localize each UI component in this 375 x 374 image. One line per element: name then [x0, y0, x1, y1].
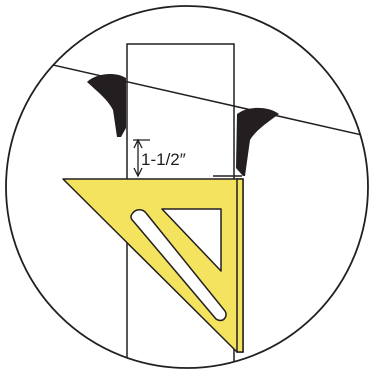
right-clamp-jaw — [236, 108, 279, 176]
diagonal-cut-line — [0, 53, 375, 138]
dimension-marker: 1-1/2″ — [133, 140, 186, 176]
speed-square-fence — [237, 179, 243, 352]
speed-square — [63, 179, 243, 352]
dimension-label: 1-1/2″ — [141, 150, 186, 169]
left-clamp-jaw — [87, 74, 126, 137]
detail-contents: 1-1/2″ — [0, 44, 375, 374]
